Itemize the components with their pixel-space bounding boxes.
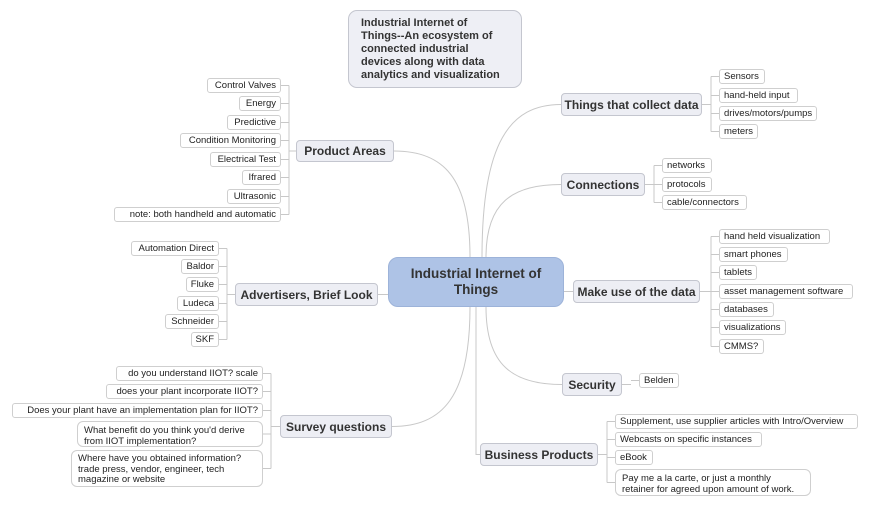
subtopic-meters[interactable]: meters: [719, 124, 758, 139]
subtopic-fluke[interactable]: Fluke: [186, 277, 219, 292]
subtopic-predictive[interactable]: Predictive: [227, 115, 281, 130]
subtopic-pay-a-la-carte[interactable]: Pay me a la carte, or just a monthly ret…: [615, 469, 811, 496]
topic-security[interactable]: Security: [562, 373, 622, 396]
topic-product-areas[interactable]: Product Areas: [296, 140, 394, 162]
subtopic-ifrared[interactable]: Ifrared: [242, 170, 281, 185]
subtopic-asset-management-software[interactable]: asset management software: [719, 284, 853, 299]
topic-business-products[interactable]: Business Products: [480, 443, 598, 466]
subtopic-plant-incorporate-iiot[interactable]: does your plant incorporate IIOT?: [106, 384, 263, 399]
subtopic-condition-monitoring[interactable]: Condition Monitoring: [180, 133, 281, 148]
subtopic-sensors[interactable]: Sensors: [719, 69, 765, 84]
topic-advertisers[interactable]: Advertisers, Brief Look: [235, 283, 378, 306]
subtopic-databases[interactable]: databases: [719, 302, 774, 317]
subtopic-ludeca[interactable]: Ludeca: [177, 296, 219, 311]
subtopic-tablets[interactable]: tablets: [719, 265, 757, 280]
subtopic-drives-motors-pumps[interactable]: drives/motors/pumps: [719, 106, 817, 121]
subtopic-belden[interactable]: Belden: [639, 373, 679, 388]
subtopic-implementation-plan[interactable]: Does your plant have an implementation p…: [12, 403, 263, 418]
subtopic-understand-iiot[interactable]: do you understand IIOT? scale: [116, 366, 263, 381]
topic-make-use-of-data[interactable]: Make use of the data: [573, 280, 700, 303]
floating-topic-description[interactable]: Industrial Internet of Things--An ecosys…: [348, 10, 522, 88]
connector-topic-things-that-collect-data: [481, 104, 562, 258]
subtopic-protocols[interactable]: protocols: [662, 177, 712, 192]
subtopic-skf[interactable]: SKF: [191, 332, 219, 347]
subtopic-obtained-information[interactable]: Where have you obtained information? tra…: [71, 450, 263, 487]
connector-topic-product-areas: [393, 150, 471, 258]
subtopic-hand-held-input[interactable]: hand-held input: [719, 88, 798, 103]
subtopic-control-valves[interactable]: Control Valves: [207, 78, 281, 93]
subtopic-hand-held-visualization[interactable]: hand held visualization: [719, 229, 830, 244]
subtopic-supplement-articles[interactable]: Supplement, use supplier articles with I…: [615, 414, 858, 429]
subtopic-energy[interactable]: Energy: [239, 96, 281, 111]
subtopic-ultrasonic[interactable]: Ultrasonic: [227, 189, 281, 204]
subtopic-visualizations[interactable]: visualizations: [719, 320, 786, 335]
connector-topic-survey-questions: [391, 306, 471, 427]
subtopic-networks[interactable]: networks: [662, 158, 712, 173]
subtopic-note-handheld-automatic[interactable]: note: both handheld and automatic: [114, 207, 281, 222]
subtopic-schneider[interactable]: Schneider: [165, 314, 219, 329]
subtopic-ebook[interactable]: eBook: [615, 450, 653, 465]
subtopic-automation-direct[interactable]: Automation Direct: [131, 241, 219, 256]
subtopic-baldor[interactable]: Baldor: [181, 259, 219, 274]
topic-things-that-collect-data[interactable]: Things that collect data: [561, 93, 702, 116]
connector-topic-security: [485, 306, 563, 385]
topic-survey-questions[interactable]: Survey questions: [280, 415, 392, 438]
subtopic-benefit-derive[interactable]: What benefit do you think you'd derive f…: [77, 421, 263, 447]
central-topic[interactable]: Industrial Internet of Things: [388, 257, 564, 307]
topic-connections[interactable]: Connections: [561, 173, 645, 196]
subtopic-cmms[interactable]: CMMS?: [719, 339, 764, 354]
subtopic-electrical-test[interactable]: Electrical Test: [210, 152, 281, 167]
subtopic-webcasts[interactable]: Webcasts on specific instances: [615, 432, 762, 447]
subtopic-smart-phones[interactable]: smart phones: [719, 247, 788, 262]
connector-topic-connections: [485, 184, 562, 258]
connector-topic-business-products: [475, 307, 480, 455]
subtopic-cable-connectors[interactable]: cable/connectors: [662, 195, 747, 210]
